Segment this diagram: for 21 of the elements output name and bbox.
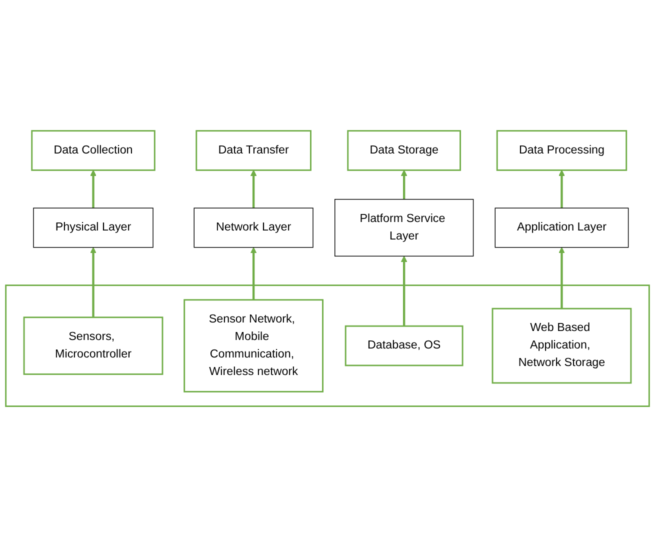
node-box: Data Collection (31, 130, 156, 171)
node-box: Sensors, Microcontroller (23, 316, 164, 375)
arrow (90, 247, 96, 318)
arrow (250, 170, 257, 208)
arrow (400, 170, 408, 200)
arrow (90, 170, 96, 208)
node-box: Sensor Network, Mobile Communication, Wireless network (184, 299, 324, 392)
node-box: Data Processing (496, 130, 628, 171)
node-box: Database, OS (344, 325, 464, 366)
arrow (558, 247, 565, 309)
node-box: Data Transfer (196, 130, 312, 171)
node-box: Web Based Application, Network Storage (492, 308, 632, 384)
arrow (250, 247, 257, 300)
arrow (558, 170, 565, 208)
node-box: Application Layer (494, 208, 629, 248)
cluster (5, 284, 650, 407)
arrow (400, 256, 408, 326)
node-box: Physical Layer (33, 208, 154, 248)
node-box: Network Layer (194, 208, 314, 248)
node-box: Data Storage (347, 130, 462, 171)
node-box: Platform Service Layer (334, 198, 474, 256)
